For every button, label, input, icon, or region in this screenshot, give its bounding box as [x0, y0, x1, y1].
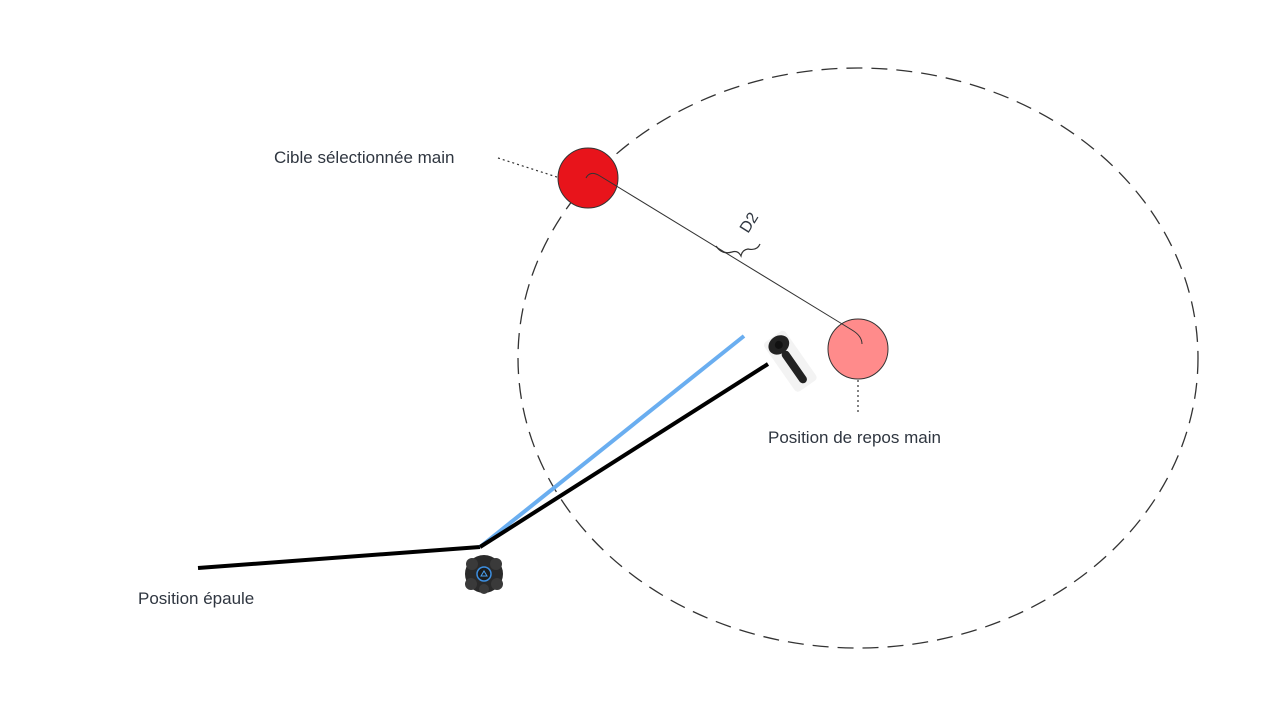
rest-position-label: Position de repos main: [768, 428, 941, 447]
distance-connector: [585, 172, 863, 345]
distance-label: D2: [737, 210, 762, 236]
rest-position-circle: [827, 318, 889, 380]
selected-target-leader: [497, 157, 561, 179]
reach-boundary-circle: [517, 67, 1199, 649]
direction-line: [478, 334, 746, 549]
vr-tracker-icon: [465, 555, 503, 594]
selected-target-label: Cible sélectionnée main: [274, 148, 455, 167]
vr-controller-icon: [764, 330, 817, 392]
selected-target-circle: [557, 147, 619, 209]
distance-brace: [715, 243, 761, 258]
upper-arm-line: [197, 545, 481, 570]
shoulder-label: Position épaule: [138, 589, 254, 608]
forearm-line: [478, 362, 770, 549]
